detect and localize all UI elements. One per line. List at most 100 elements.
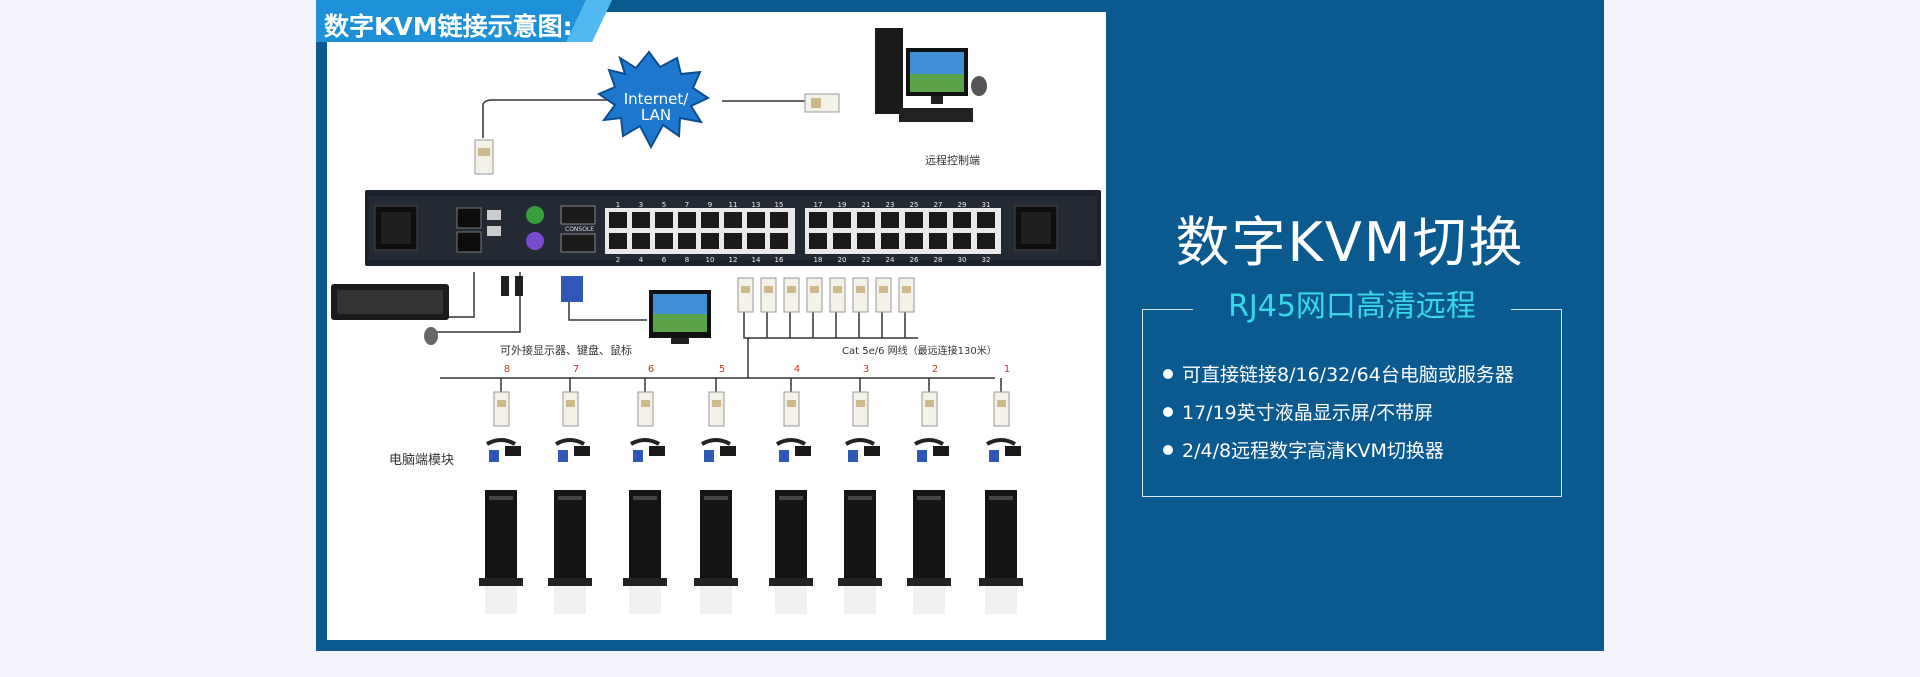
tower-pc-icon xyxy=(485,490,517,580)
rj45-adapter-icon xyxy=(921,391,938,427)
port-number: 25 xyxy=(910,201,919,209)
adapter-connector xyxy=(856,286,865,293)
rj45-adapter-icon xyxy=(806,277,823,313)
port-number: 22 xyxy=(862,256,871,264)
tower-base xyxy=(979,578,1023,586)
tower-pc-icon xyxy=(554,490,586,580)
rj45-port xyxy=(881,212,899,228)
port-number: 20 xyxy=(838,256,847,264)
tower-pc-icon xyxy=(700,490,732,580)
rj45-port xyxy=(809,233,827,249)
mouse-icon xyxy=(424,327,438,345)
module-box-icon xyxy=(649,446,665,456)
rj45-port xyxy=(655,212,673,228)
cloud-label-1: Internet/ xyxy=(624,90,690,108)
rj45-port xyxy=(701,212,719,228)
adapter-connector xyxy=(997,400,1006,407)
rj45-adapter-icon xyxy=(829,277,846,313)
rj45-port xyxy=(905,212,923,228)
drive-bay xyxy=(633,496,657,500)
port-number: 13 xyxy=(752,201,761,209)
rj45-port xyxy=(929,233,947,249)
module-label: 电脑端模块 xyxy=(389,453,454,468)
vga-plug-icon xyxy=(704,450,714,462)
adapter-connector xyxy=(641,400,650,407)
port-number: 30 xyxy=(958,256,967,264)
feature-item: 2/4/8远程数字高清KVM切换器 xyxy=(1163,436,1444,463)
port-number: 31 xyxy=(982,201,991,209)
rj45-ports xyxy=(609,212,995,249)
module-cable xyxy=(914,438,944,446)
diagram-svg: Internet/ LAN 远程控制端 xyxy=(331,28,1101,614)
rj45-port xyxy=(609,212,627,228)
rj45-adapter-icon xyxy=(637,391,654,427)
vga-plug-icon xyxy=(633,450,643,462)
rj45-port xyxy=(655,233,673,249)
port-number: 7 xyxy=(685,201,689,209)
feature-item: 17/19英寸液晶显示屏/不带屏 xyxy=(1163,398,1433,425)
port-number: 21 xyxy=(862,201,871,209)
adapter-connector xyxy=(497,400,506,407)
adapter-connector xyxy=(833,286,842,293)
port-number: 26 xyxy=(910,256,919,264)
module-number: 8 xyxy=(504,364,510,375)
module-cable xyxy=(630,438,660,446)
rj45-port xyxy=(609,233,627,249)
rj45-port xyxy=(701,233,719,249)
port-number: 15 xyxy=(775,201,784,209)
tower-reflection xyxy=(913,586,945,614)
module-number: 2 xyxy=(932,364,938,375)
rj45-port xyxy=(857,212,875,228)
module-box-icon xyxy=(864,446,880,456)
rj45-port xyxy=(809,212,827,228)
rj45-port xyxy=(678,233,696,249)
feature-text: 2/4/8远程数字高清KVM切换器 xyxy=(1182,440,1444,462)
module-box-icon xyxy=(574,446,590,456)
tower-reflection xyxy=(554,586,586,614)
drive-bay xyxy=(489,496,513,500)
port-number: 1 xyxy=(616,201,620,209)
rj45-port xyxy=(770,212,788,228)
rj45-port xyxy=(770,233,788,249)
rj45-adapter-icon xyxy=(993,391,1010,427)
adapter-connector xyxy=(787,286,796,293)
rj45-adapter-icon xyxy=(708,391,725,427)
vga-plug-icon xyxy=(561,276,583,302)
rj45-port xyxy=(953,212,971,228)
port-number: 5 xyxy=(662,201,666,209)
port-number: 17 xyxy=(814,201,823,209)
tower-pc-icon xyxy=(629,490,661,580)
rj45-adapter-icon xyxy=(493,391,510,427)
port-number: 9 xyxy=(708,201,712,209)
diagram-title: 数字KVM链接示意图: xyxy=(324,12,573,41)
rj45-port xyxy=(724,233,742,249)
adapter-connector xyxy=(925,400,934,407)
module-box-icon xyxy=(1005,446,1021,456)
module-cable xyxy=(486,438,516,446)
port-number: 8 xyxy=(685,256,689,264)
info-title: 数字KVM切换 xyxy=(1175,211,1525,274)
bullet-icon xyxy=(1163,368,1173,379)
port-number: 29 xyxy=(958,201,967,209)
port-number: 32 xyxy=(982,256,991,264)
adapter-connector xyxy=(787,400,796,407)
rj45-port xyxy=(929,212,947,228)
port-number: 23 xyxy=(886,201,895,209)
rj45-port xyxy=(724,212,742,228)
module-box-icon xyxy=(795,446,811,456)
tower-pc-icon xyxy=(775,490,807,580)
rj45-adapter-icon xyxy=(737,277,754,313)
tower-reflection xyxy=(985,586,1017,614)
peripheral-label: 可外接显示器、键盘、鼠标 xyxy=(500,343,632,357)
drive-bay xyxy=(779,496,803,500)
vga-plug-icon xyxy=(917,450,927,462)
title-tab xyxy=(316,0,612,42)
vga-plug-icon xyxy=(489,450,499,462)
port-number: 10 xyxy=(706,256,715,264)
rj45-port xyxy=(632,212,650,228)
port-number: 19 xyxy=(838,201,847,209)
cloud-label-2: LAN xyxy=(641,106,671,124)
rj45-adapter-icon xyxy=(898,277,915,313)
port-number: 24 xyxy=(886,256,895,264)
